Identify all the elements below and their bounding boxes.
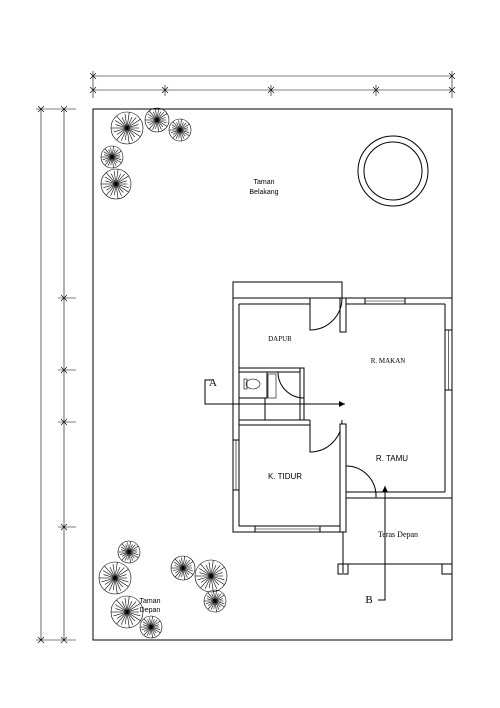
tree-icon xyxy=(168,118,192,142)
section-a-label: A xyxy=(209,377,217,389)
door-swing-icon xyxy=(345,465,377,497)
tree-icon xyxy=(194,559,228,593)
top-dimension-lines xyxy=(89,71,456,98)
taman-depan-label-1: Taman xyxy=(139,598,160,605)
section-marker-b xyxy=(378,486,388,601)
taman-belakang-label-1: Taman xyxy=(253,179,274,186)
tree-icon xyxy=(139,615,163,639)
door-swing-icon xyxy=(277,371,305,399)
section-marker-a xyxy=(204,379,345,407)
section-b-label: B xyxy=(365,594,372,606)
tree-icon xyxy=(98,561,132,595)
pond-icon xyxy=(357,135,429,207)
toilet-icon xyxy=(243,378,261,390)
tree-icon xyxy=(144,107,170,133)
tree-icon xyxy=(117,540,141,564)
trees xyxy=(98,107,228,639)
teras-depan-label: Teras Depan xyxy=(378,530,418,539)
r-makan-label: R. MAKAN xyxy=(371,357,406,365)
door-swing-icon xyxy=(309,419,343,453)
dapur-label: DAPUR xyxy=(268,335,292,343)
tree-icon xyxy=(100,145,124,169)
tree-icon xyxy=(203,589,227,613)
tree-icon xyxy=(100,168,132,200)
tree-icon xyxy=(110,595,144,629)
house xyxy=(232,281,453,575)
tree-icon xyxy=(170,555,196,581)
tree-icon xyxy=(110,111,144,145)
door-swing-icon xyxy=(309,297,343,331)
left-dimension-lines xyxy=(36,105,76,644)
taman-belakang-label-2: Belakang xyxy=(249,189,278,196)
k-tidur-label: K. TIDUR xyxy=(268,472,302,481)
taman-depan-label-2: Depan xyxy=(140,607,161,614)
r-tamu-label: R. TAMU xyxy=(376,454,408,463)
